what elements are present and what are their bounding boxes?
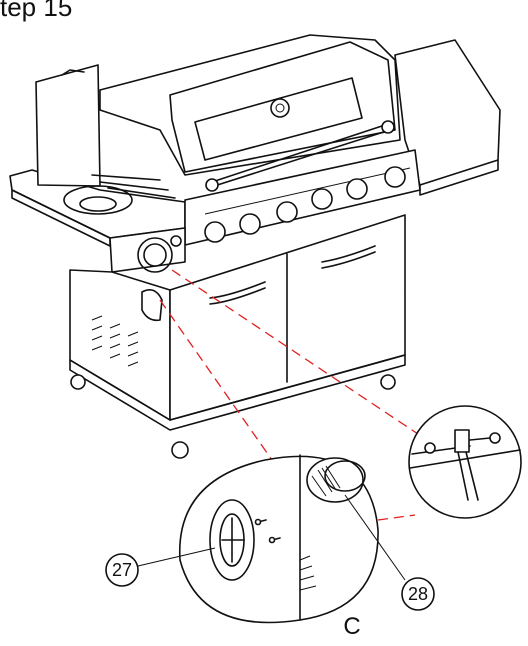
- detail-valve-connection: [408, 405, 522, 519]
- callout-28-label: 28: [408, 584, 428, 604]
- callout-27: 27: [105, 553, 139, 587]
- caster-wheel: [380, 374, 396, 390]
- control-knobs: [204, 166, 406, 243]
- grill: [9, 34, 501, 459]
- side-burner-knob: [143, 243, 167, 267]
- callout-27-label: 27: [112, 560, 132, 580]
- caster-wheel: [70, 374, 86, 390]
- detail-knob-assembly: [178, 454, 379, 624]
- point-c-label: C: [343, 613, 360, 640]
- caster-wheel: [171, 441, 189, 459]
- step-title: tep 15: [0, 0, 73, 22]
- igniter-button: [170, 235, 182, 247]
- callout-28: 28: [401, 577, 435, 611]
